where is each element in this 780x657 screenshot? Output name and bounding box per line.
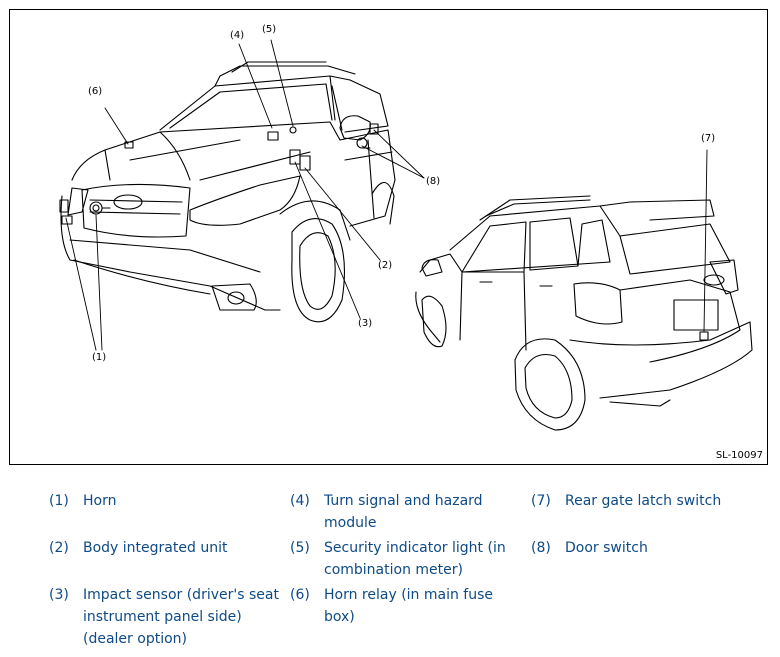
callout-2: (2)	[378, 260, 392, 271]
legend-label-line-2: module	[324, 515, 377, 531]
legend: (1) Horn (2) Body integrated unit (3) Im…	[0, 490, 780, 657]
legend-item-security-indicator-light: (5) Security indicator light (in combina…	[290, 537, 520, 581]
legend-label-line-1: Turn signal and hazard	[324, 493, 483, 509]
figure-code: SL-10097	[715, 450, 763, 461]
legend-label-line-2: instrument panel side)	[83, 609, 242, 625]
legend-label-line-2: combination meter)	[324, 562, 463, 578]
callout-1: (1)	[92, 352, 106, 363]
front-vehicle-drawing	[59, 61, 396, 323]
legend-number: (8)	[531, 540, 551, 556]
callout-7: (7)	[701, 133, 715, 144]
legend-number: (2)	[49, 540, 69, 556]
callout-5: (5)	[262, 24, 276, 35]
legend-item-turn-signal-module: (4) Turn signal and hazard module	[290, 490, 520, 534]
legend-label-line-1: Horn relay (in main fuse	[324, 587, 494, 603]
legend-label-line-1: Impact sensor (driver's seat	[83, 587, 279, 603]
legend-number: (1)	[49, 493, 69, 509]
rear-vehicle-drawing	[415, 195, 753, 431]
legend-item-horn-relay: (6) Horn relay (in main fuse box)	[290, 584, 520, 628]
callout-8: (8)	[426, 176, 440, 187]
legend-item-impact-sensor: (3) Impact sensor (driver's seat instrum…	[49, 584, 289, 650]
legend-number: (6)	[290, 587, 310, 603]
legend-number: (4)	[290, 493, 310, 509]
diagram-frame: (4) (5) (6) (8) (7) (2) (3) (1) SL-10097	[9, 9, 768, 465]
legend-label-line-1: Security indicator light (in	[324, 540, 506, 556]
legend-label-line-2: box)	[324, 609, 355, 625]
callout-6: (6)	[88, 86, 102, 97]
legend-number: (7)	[531, 493, 551, 509]
callout-4: (4)	[230, 30, 244, 41]
legend-number: (3)	[49, 587, 69, 603]
leader-lines	[65, 39, 708, 351]
legend-number: (5)	[290, 540, 310, 556]
legend-label: Body integrated unit	[83, 540, 228, 556]
legend-label-line-3: (dealer option)	[83, 631, 187, 647]
legend-label: Horn	[83, 493, 117, 509]
callout-3: (3)	[358, 318, 372, 329]
vehicle-illustration: (4) (5) (6) (8) (7) (2) (3) (1)	[59, 24, 753, 431]
legend-label: Rear gate latch switch	[565, 493, 722, 509]
legend-label: Door switch	[565, 540, 648, 556]
